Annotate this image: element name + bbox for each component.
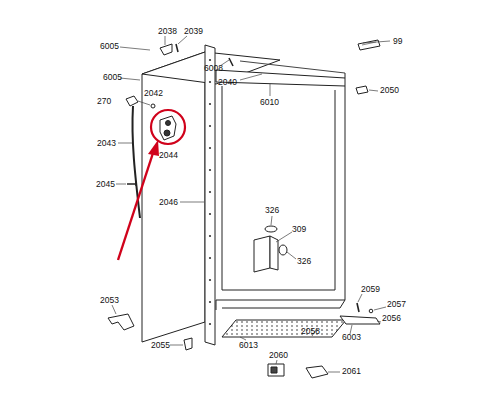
callout-number: 2038 — [157, 27, 178, 36]
callout-number: 6013 — [238, 341, 259, 350]
control-bracket — [160, 116, 176, 140]
callout-number: 2058 — [300, 327, 321, 336]
screw — [151, 104, 155, 108]
stile-hole — [209, 81, 211, 83]
stile-hole — [209, 191, 211, 193]
leveling-bracket — [340, 316, 380, 324]
stile-hole — [209, 125, 211, 127]
stile-hole — [209, 169, 211, 171]
stile-hole — [209, 279, 211, 281]
screw — [357, 303, 359, 312]
stile-holes — [209, 59, 211, 325]
callout-number: 6008 — [203, 64, 224, 73]
bracket — [358, 40, 380, 50]
callout-number: 309 — [291, 225, 307, 234]
callout-number: 2045 — [95, 180, 116, 189]
callout-number: 2039 — [183, 27, 204, 36]
callout-number: 2057 — [386, 300, 407, 309]
stile-hole — [209, 213, 211, 215]
callout-number: 2044 — [158, 151, 179, 160]
grille — [222, 320, 346, 337]
callout-number: 270 — [96, 97, 112, 106]
highlight-arrowhead — [148, 140, 159, 156]
screw — [229, 58, 233, 66]
bracket-hole — [166, 121, 171, 126]
side-panel — [142, 52, 205, 342]
front-frame — [222, 308, 340, 309]
thermostat-bulb — [126, 96, 138, 106]
clip — [356, 86, 368, 94]
highlight-arrow — [118, 150, 154, 260]
switch — [268, 364, 284, 376]
top-rail-edge — [345, 73, 346, 78]
stile-hole — [209, 59, 211, 61]
top-rail — [216, 70, 345, 86]
stile-hole — [209, 257, 211, 259]
callout-number: 2053 — [99, 296, 120, 305]
screw — [127, 182, 136, 186]
stile-hole — [209, 147, 211, 149]
callout-number: 2061 — [341, 367, 362, 376]
stile-hole — [209, 301, 211, 303]
callout-number: 326 — [264, 206, 280, 215]
callout-number: 2055 — [150, 341, 171, 350]
bracket — [108, 314, 134, 330]
front-frame — [216, 86, 345, 300]
callout-number: 2050 — [379, 86, 400, 95]
clip — [160, 44, 172, 55]
callout-number: 6005 — [99, 42, 120, 51]
front-frame — [340, 300, 345, 308]
cover — [306, 366, 328, 378]
nut — [279, 245, 287, 255]
callout-number: 2060 — [268, 351, 289, 360]
front-frame-inner — [222, 86, 223, 290]
front-stile — [205, 45, 215, 345]
nut — [265, 226, 277, 232]
callout-number: 326 — [296, 257, 312, 266]
stile-hole — [209, 323, 211, 325]
callout-number: 6003 — [341, 333, 362, 342]
top-rail-edge — [240, 61, 345, 73]
stile-hole — [209, 235, 211, 237]
callout-number: 2042 — [143, 89, 164, 98]
light-bracket — [254, 236, 270, 272]
screw — [176, 44, 178, 52]
callout-number: 2043 — [96, 139, 117, 148]
callout-number: 6005 — [102, 73, 123, 82]
callout-number: 2040 — [217, 78, 238, 87]
highlight-circle — [151, 110, 185, 144]
washer — [369, 309, 373, 313]
front-frame — [216, 300, 217, 310]
callout-number: 2046 — [158, 198, 179, 207]
callout-number: 6010 — [259, 98, 280, 107]
switch-face — [271, 367, 277, 373]
stile-hole — [209, 103, 211, 105]
callout-number: 2059 — [360, 285, 381, 294]
callout-number: 99 — [392, 37, 403, 46]
front-frame-inner — [222, 90, 335, 290]
bracket-hole — [164, 130, 170, 136]
clip — [184, 338, 192, 350]
callout-number: 2056 — [381, 314, 402, 323]
leader-lines — [112, 36, 390, 372]
